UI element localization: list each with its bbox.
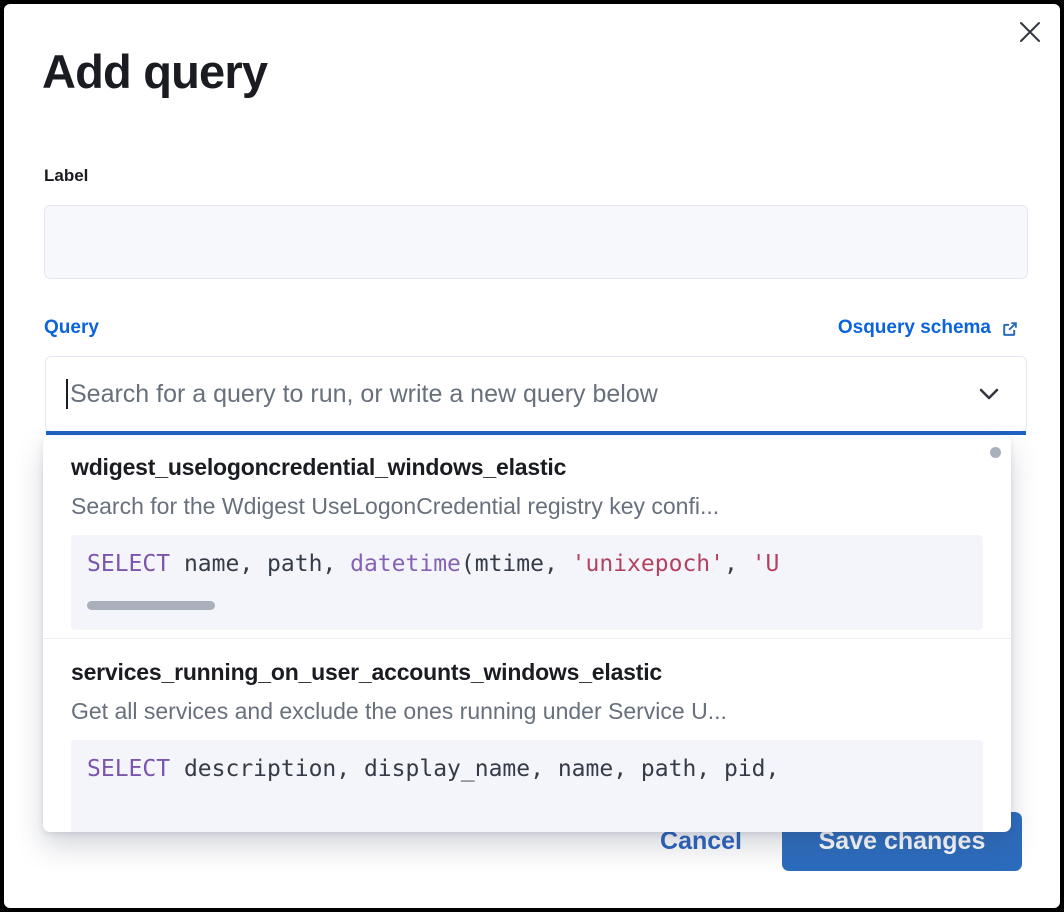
chevron-down-icon-glyph xyxy=(979,388,999,400)
query-suggestions-dropdown[interactable]: wdigest_uselogoncredential_windows_elast… xyxy=(43,436,1011,832)
list-item-description: Get all services and exclude the ones ru… xyxy=(71,698,727,724)
label-input[interactable] xyxy=(44,205,1028,279)
list-item[interactable]: wdigest_uselogoncredential_windows_elast… xyxy=(43,436,1011,630)
label-field-label: Label xyxy=(44,166,89,185)
add-query-modal: Add query Label Query Osquery schema Sea… xyxy=(4,4,1060,908)
sql-code: SELECT name, path, datetime(mtime, 'unix… xyxy=(87,551,780,577)
query-section-label[interactable]: Query xyxy=(44,317,99,338)
close-icon-glyph xyxy=(1020,22,1040,42)
page-title: Add query xyxy=(42,45,268,98)
list-item-description: Search for the Wdigest UseLogonCredentia… xyxy=(71,493,720,519)
chevron-down-icon[interactable] xyxy=(974,379,1004,409)
query-combobox[interactable]: Search for a query to run, or write a ne… xyxy=(45,356,1027,435)
list-item-title: wdigest_uselogoncredential_windows_elast… xyxy=(71,454,567,480)
sql-horizontal-scrollbar[interactable] xyxy=(87,601,215,610)
query-combobox-input[interactable]: Search for a query to run, or write a ne… xyxy=(66,357,956,431)
query-suggestions-list[interactable]: wdigest_uselogoncredential_windows_elast… xyxy=(43,436,1011,832)
list-item[interactable]: services_running_on_user_accounts_window… xyxy=(43,638,1011,832)
osquery-schema-link-label: Osquery schema xyxy=(837,317,991,338)
list-item-title: services_running_on_user_accounts_window… xyxy=(71,659,662,685)
sql-code: SELECT description, display_name, name, … xyxy=(87,756,780,782)
osquery-schema-link[interactable]: Osquery schema xyxy=(838,317,1020,339)
text-caret xyxy=(66,379,68,409)
list-item-sql-preview: SELECT name, path, datetime(mtime, 'unix… xyxy=(71,535,983,630)
close-icon[interactable] xyxy=(1010,12,1050,52)
external-link-icon xyxy=(1003,321,1017,336)
list-item-sql-preview: SELECT description, display_name, name, … xyxy=(71,740,983,832)
dropdown-scrollbar[interactable] xyxy=(990,447,1001,458)
query-combobox-placeholder: Search for a query to run, or write a ne… xyxy=(70,379,658,408)
